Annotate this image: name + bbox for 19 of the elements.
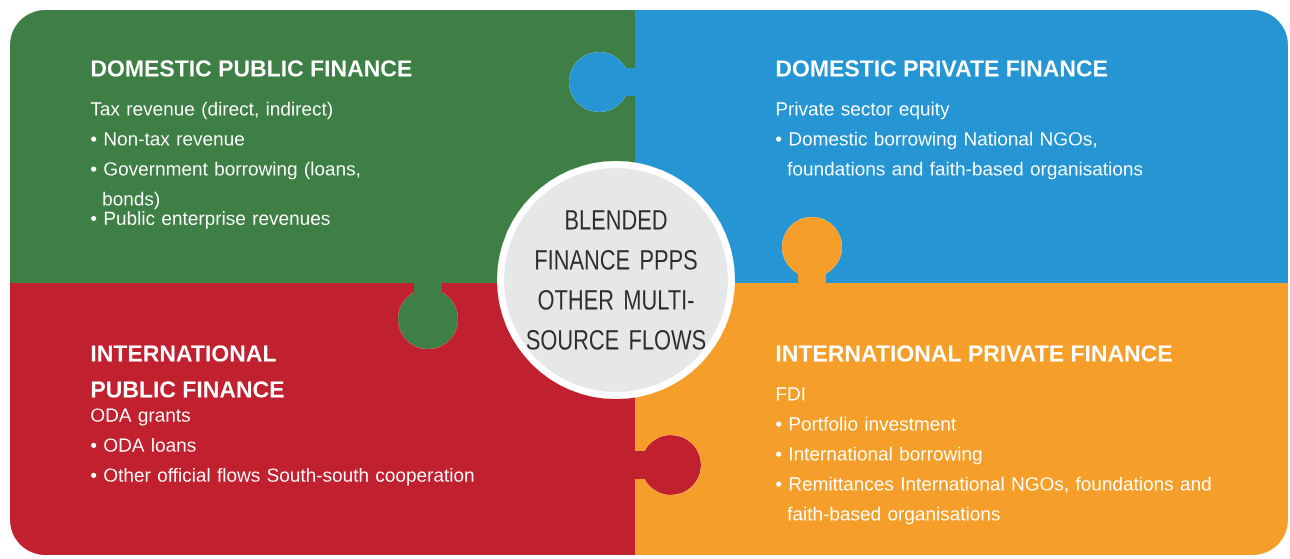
- list-item: Tax revenue (direct, indirect): [90, 101, 332, 120]
- list-item: Private sector equity: [776, 101, 950, 120]
- heading: INTERNATIONAL PRIVATE FINANCE: [776, 345, 1172, 362]
- list-item: • Public enterprise revenues: [91, 211, 330, 229]
- heading: DOMESTIC PUBLIC FINANCE: [91, 60, 412, 77]
- circle-label: BLENDED FINANCE PPPS OTHER MULTI-SOURCE FLOWS: [526, 210, 706, 350]
- list-item: • Non-tax revenue: [91, 132, 244, 146]
- list-item: • Other official flows South-south cooperation: [91, 467, 474, 486]
- list-item: • Remittances International NGOs, foundations and faith-based organisations: [776, 476, 1211, 525]
- heading: INTERNATIONAL PUBLIC FINANCE: [91, 345, 284, 398]
- center-circle: [497, 160, 735, 399]
- list-item: • Domestic borrowing National NGOs, foundations and faith-based organisations: [776, 131, 1143, 180]
- list-item: • Portfolio investment: [776, 416, 957, 431]
- list-item: • Government borrowing (loans, bonds): [91, 161, 360, 210]
- list-item: FDI: [776, 387, 805, 401]
- list-item: • International borrowing: [776, 446, 982, 465]
- heading: DOMESTIC PRIVATE FINANCE: [776, 60, 1108, 77]
- list-item: ODA grants: [91, 408, 190, 426]
- list-item: • ODA loans: [91, 437, 196, 452]
